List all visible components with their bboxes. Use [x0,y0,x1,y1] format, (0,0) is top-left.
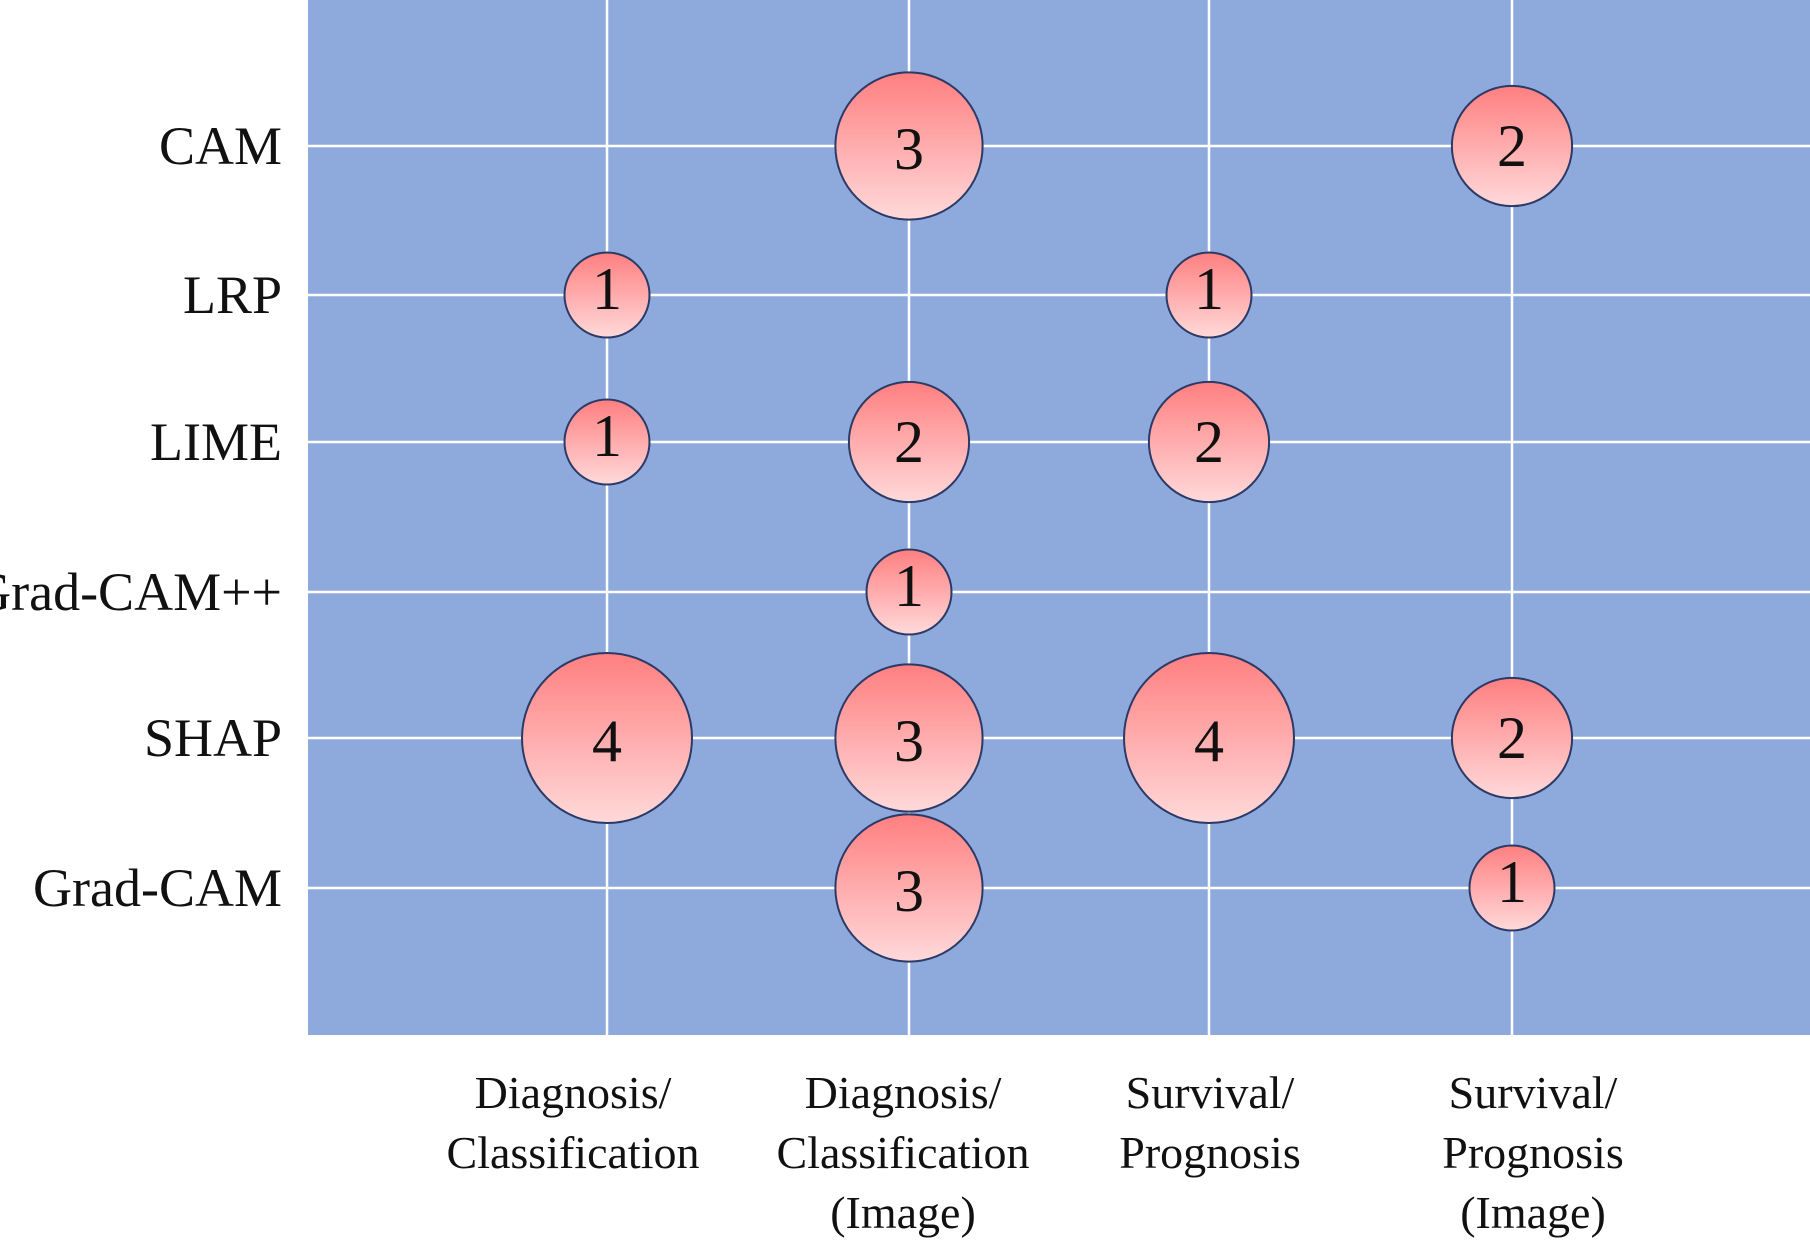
bubble: 1 [1468,844,1556,932]
bubbles: 3 2 1 1 1 2 2 1 4 3 4 2 3 1 [521,71,1574,963]
bubble-circle [834,663,984,813]
x-tick-label: Diagnosis/Classification [447,1067,700,1178]
bubble-value-label: 3 [894,116,924,182]
bubble-circle [847,380,971,504]
bubble-value-label: 1 [1497,849,1527,915]
bubble-value-label: 2 [1497,705,1527,771]
bubble: 2 [847,380,971,504]
bubble: 2 [1147,380,1271,504]
plot-area [308,0,1810,1035]
bubble: 1 [563,251,651,339]
bubble-circle [1123,652,1295,824]
y-tick-label: SHAP [144,708,282,768]
y-tick-label: LRP [183,265,282,325]
bubble: 2 [1450,84,1574,208]
bubble-circle [1468,844,1556,932]
y-tick-label: CAM [159,116,282,176]
y-tick-label: Grad-CAM++ [0,562,282,622]
bubble-value-label: 4 [1194,708,1224,774]
x-tick-label: Diagnosis/Classification(Image) [777,1067,1030,1238]
bubble-circle [563,251,651,339]
bubble-circle [834,813,984,963]
bubble-value-label: 4 [592,708,622,774]
bubble-value-label: 1 [592,256,622,322]
y-tick-label: LIME [150,412,282,472]
bubble: 1 [865,548,953,636]
bubble-circle [1165,251,1253,339]
bubble: 4 [1123,652,1295,824]
bubble-circle [563,398,651,486]
bubble: 4 [521,652,693,824]
bubble-value-label: 3 [894,708,924,774]
y-tick-label: Grad-CAM [33,858,282,918]
bubble-circle [865,548,953,636]
bubble-value-label: 1 [1194,256,1224,322]
bubble: 3 [834,813,984,963]
bubble: 3 [834,663,984,813]
bubble-value-label: 3 [894,858,924,924]
bubble-circle [834,71,984,221]
y-axis-tick-labels: CAM LRP LIME Grad-CAM++ SHAP Grad-CAM [0,116,282,918]
bubble-circle [1450,676,1574,800]
x-tick-label: Survival/Prognosis(Image) [1442,1067,1623,1238]
bubble: 1 [563,398,651,486]
bubble-circle [1147,380,1271,504]
x-tick-label: Survival/Prognosis [1119,1067,1300,1178]
bubble-value-label: 1 [592,403,622,469]
bubble-value-label: 2 [894,409,924,475]
x-axis-tick-labels: Diagnosis/Classification Diagnosis/Classi… [447,1067,1624,1238]
bubble: 1 [1165,251,1253,339]
bubble-circle [1450,84,1574,208]
bubble-circle [521,652,693,824]
bubble: 3 [834,71,984,221]
bubble-value-label: 2 [1194,409,1224,475]
bubble-value-label: 1 [894,553,924,619]
bubble: 2 [1450,676,1574,800]
bubble-value-label: 2 [1497,113,1527,179]
